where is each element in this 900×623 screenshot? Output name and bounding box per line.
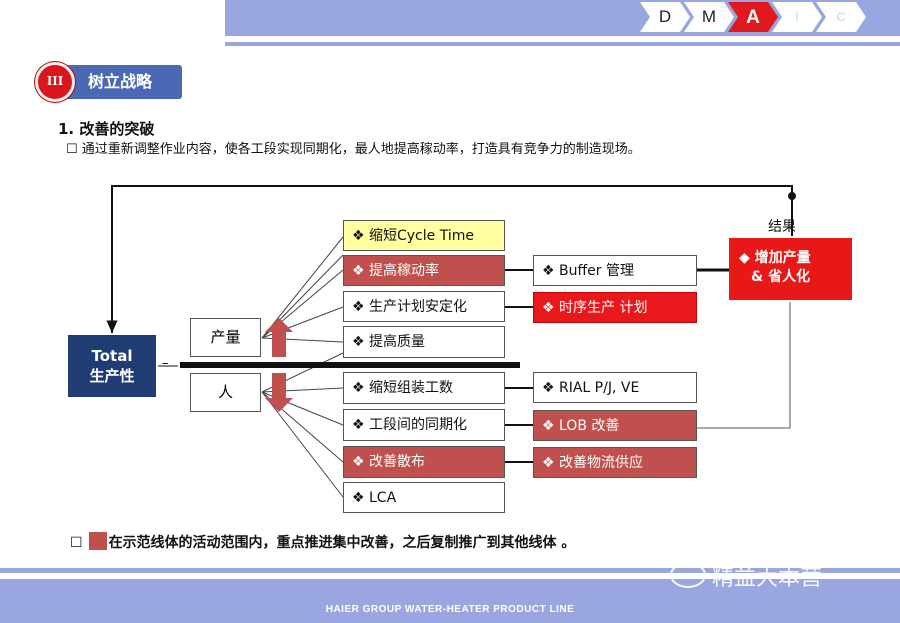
- watermark-text: 精益大本营: [712, 566, 823, 591]
- output-box: 产量: [190, 318, 261, 357]
- result-line-1: ◆ 增加产量: [739, 250, 811, 266]
- section-badge: III 树立战略: [32, 62, 182, 102]
- phase-step-d[interactable]: D: [640, 2, 690, 32]
- phase-step-m[interactable]: M: [684, 2, 734, 32]
- item-line-sync: ❖ 工段间的同期化: [343, 409, 505, 441]
- footer-band: [0, 579, 900, 623]
- sub-buffer: ❖ Buffer 管理: [533, 255, 697, 286]
- phase-step-c[interactable]: C: [816, 2, 866, 32]
- section-number: III: [35, 62, 75, 102]
- bottom-note: ☐ 在示范线体的活动范围内，重点推进集中改善，之后复制推广到其他线体 。: [70, 532, 575, 552]
- wechat-icon: [670, 562, 706, 588]
- page-heading: 1. 改善的突破: [58, 120, 155, 138]
- sub-lob: ❖ LOB 改善: [533, 410, 697, 441]
- footer-text: HAIER GROUP WATER-HEATER PRODUCT LINE: [325, 604, 575, 615]
- feedback-loop: [106, 185, 793, 333]
- total-label-2: 生产性: [89, 367, 135, 385]
- item-lca: ❖ LCA: [343, 482, 505, 513]
- result-return: [697, 302, 791, 429]
- footer-rule: [0, 568, 900, 573]
- people-box: 人: [190, 373, 261, 412]
- sub-logistics: ❖ 改善物流供应: [533, 447, 697, 478]
- minus-sign: –: [162, 356, 169, 371]
- up-arrow: [265, 318, 293, 357]
- total-productivity-box: Total 生产性: [68, 335, 156, 397]
- note-checkbox-icon: ☐: [70, 535, 83, 551]
- header-rule: [225, 42, 900, 46]
- page-description: ☐ 通过重新调整作业内容，使各工段实现同期化，最人地提高稼动率，打造具有竞争力的…: [66, 142, 641, 157]
- note-text: 在示范线体的活动范围内，重点推进集中改善，之后复制推广到其他线体 。: [108, 535, 576, 551]
- down-arrow: [265, 373, 293, 412]
- sub-schedule: ❖ 时序生产 计划: [533, 292, 697, 323]
- item-scatter: ❖ 改善散布: [343, 446, 505, 478]
- item-assembly-hours: ❖ 缩短组装工数: [343, 372, 505, 404]
- sub-rial: ❖ RIAL P/J, VE: [533, 372, 697, 403]
- phase-nav: D M A I C: [640, 2, 890, 32]
- item-plan-stability: ❖ 生产计划安定化: [343, 291, 505, 322]
- section-title: 树立战略: [88, 72, 153, 91]
- feedback-dot: [788, 192, 796, 200]
- phase-step-a[interactable]: A: [728, 2, 778, 32]
- watermark: 精益大本营: [670, 560, 822, 592]
- total-label-1: Total: [91, 347, 133, 365]
- result-box: ◆ 增加产量 & 省人化: [729, 238, 852, 300]
- item-quality: ❖ 提高质量: [343, 326, 505, 358]
- note-red-square: [88, 532, 107, 550]
- item-cycle-time: ❖ 缩短Cycle Time: [343, 220, 505, 251]
- item-utilization: ❖ 提高稼动率: [343, 255, 505, 286]
- output-people-divider: [180, 362, 520, 368]
- phase-step-i[interactable]: I: [772, 2, 822, 32]
- result-label: 结果: [768, 219, 796, 235]
- result-line-2: & 省人化: [751, 269, 811, 285]
